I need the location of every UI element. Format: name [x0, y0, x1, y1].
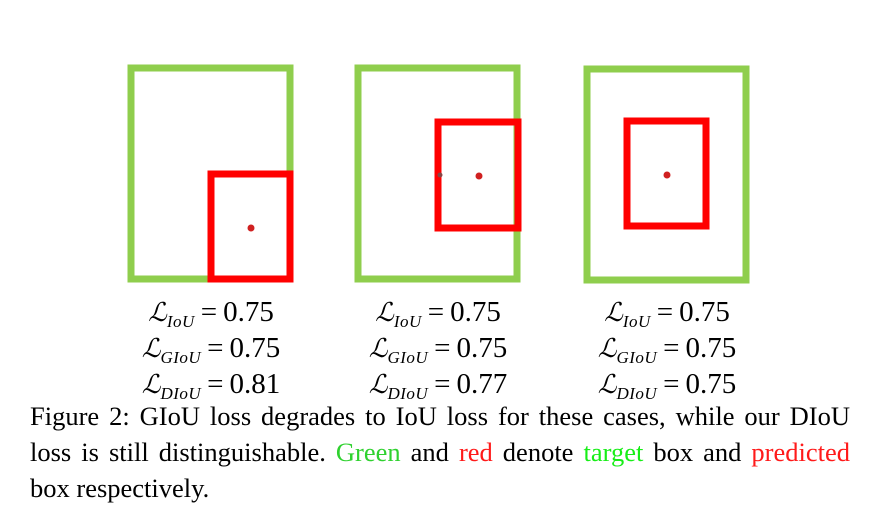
- caption-text: and: [400, 437, 459, 467]
- caption-predicted-word: predicted: [751, 437, 851, 467]
- loss-symbol: ℒ: [141, 370, 161, 400]
- loss-value: 0.75: [456, 332, 508, 364]
- panel-1: [127, 64, 294, 283]
- loss-symbol: ℒ: [597, 370, 617, 400]
- loss-value: 0.75: [679, 296, 730, 328]
- loss-symbol: ℒ: [604, 298, 623, 328]
- loss-value: 0.75: [229, 332, 281, 364]
- target-center-dot: [437, 172, 443, 178]
- loss-symbol: ℒ: [368, 334, 388, 364]
- loss-symbol: ℒ: [141, 334, 161, 364]
- loss-value: 0.81: [229, 368, 281, 400]
- loss-giou: ℒGIoU=0.75: [597, 332, 737, 367]
- loss-giou: ℒGIoU=0.75: [141, 332, 281, 367]
- predicted-center-dot: [663, 171, 671, 179]
- caption-green-word: Green: [335, 437, 401, 467]
- loss-symbol: ℒ: [597, 334, 617, 364]
- predicted-center-dot: [475, 172, 483, 180]
- loss-values-panel-3: ℒIoU=0.75 ℒGIoU=0.75 ℒDIoU=0.75: [552, 296, 782, 404]
- loss-iou: ℒIoU=0.75: [375, 296, 501, 331]
- predicted-box: [207, 170, 294, 283]
- caption-label: Figure 2:: [30, 401, 130, 431]
- loss-symbol: ℒ: [375, 298, 394, 328]
- predicted-center-dot: [247, 224, 255, 232]
- figure-caption: Figure 2: GIoU loss degrades to IoU loss…: [30, 398, 850, 506]
- loss-diou: ℒDIoU=0.75: [597, 368, 737, 403]
- loss-diou: ℒDIoU=0.77: [368, 368, 508, 403]
- loss-subscript: IoU: [393, 312, 422, 331]
- caption-text: denote: [492, 437, 584, 467]
- predicted-box: [623, 117, 710, 230]
- loss-subscript: IoU: [622, 312, 651, 331]
- loss-values-panel-2: ℒIoU=0.75 ℒGIoU=0.75 ℒDIoU=0.77: [323, 296, 553, 404]
- loss-iou: ℒIoU=0.75: [604, 296, 730, 331]
- loss-value: 0.75: [450, 296, 501, 328]
- loss-subscript: IoU: [166, 312, 195, 331]
- caption-red-word: red: [458, 437, 493, 467]
- panel-2: [354, 64, 522, 283]
- loss-subscript: DIoU: [160, 384, 202, 403]
- loss-diou: ℒDIoU=0.81: [141, 368, 281, 403]
- loss-giou: ℒGIoU=0.75: [368, 332, 508, 367]
- loss-subscript: DIoU: [387, 384, 429, 403]
- loss-value: 0.75: [685, 368, 737, 400]
- caption-text: box and: [643, 437, 752, 467]
- loss-value: 0.75: [223, 296, 274, 328]
- caption-target-word: target: [583, 437, 644, 467]
- loss-symbol: ℒ: [148, 298, 167, 328]
- loss-value: 0.77: [456, 368, 508, 400]
- target-box: [583, 65, 750, 284]
- panel-3: [583, 65, 750, 284]
- loss-subscript: GIoU: [160, 348, 202, 367]
- caption-text: box respectively.: [30, 473, 210, 503]
- loss-subscript: GIoU: [387, 348, 429, 367]
- caption-text: GIoU loss degrades to IoU loss for these…: [30, 401, 850, 467]
- loss-values-panel-1: ℒIoU=0.75 ℒGIoU=0.75 ℒDIoU=0.81: [96, 296, 326, 404]
- loss-subscript: GIoU: [616, 348, 658, 367]
- loss-symbol: ℒ: [368, 370, 388, 400]
- figure-boxes: [127, 64, 750, 284]
- loss-value: 0.75: [685, 332, 737, 364]
- loss-subscript: DIoU: [616, 384, 658, 403]
- loss-iou: ℒIoU=0.75: [148, 296, 274, 331]
